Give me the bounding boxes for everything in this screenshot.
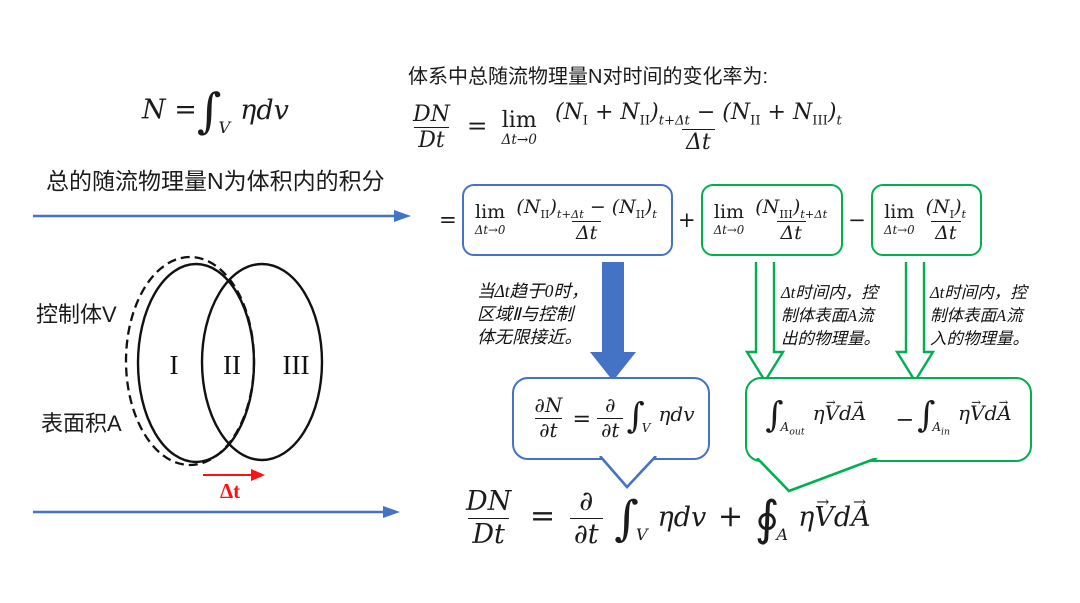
fraction: (NI + NII)t+Δt − (NII + NIII)t Δt [551, 100, 846, 156]
limit-operator: lim Δt→0 [884, 201, 915, 238]
integral-icon: ∫ [196, 84, 222, 139]
equals-sign: = [572, 405, 592, 432]
green-down-arrow-outflow [744, 262, 786, 384]
note-line: 制体表面A流 [930, 306, 1023, 325]
fraction: DN Dt [466, 486, 512, 550]
blue-arrow-top [33, 210, 411, 222]
math-term: N = [142, 94, 197, 126]
derivation-title: 体系中总随流物理量N对时间的变化率为: [408, 66, 768, 88]
formula-reynolds-transport: DN Dt = ∂ ∂t ∫Vηdv + ∮Aη→Vd→A [459, 486, 871, 551]
note-inflow: Δt时间内，控 制体表面A流 入的物理量。 [930, 281, 1029, 350]
vector-A: →A [851, 492, 871, 533]
limit-operator: lim Δt→0 [713, 201, 745, 238]
blue-arrow-bottom [33, 506, 400, 518]
note-line: 入的物理量。 [930, 329, 1029, 348]
equation-material-derivative: DN Dt = lim Δt→0 (NI + NII)t+Δt − (NII +… [406, 100, 849, 156]
blue-down-arrow [590, 262, 636, 381]
integral-icon: ∫ [614, 491, 639, 547]
vector-A: →A [997, 394, 1012, 426]
note-line: Δt时间内，控 [781, 283, 878, 302]
fraction: (NI)t Δt [922, 196, 971, 245]
caption-volume-integral: 总的随流物理量N为体积内的积分 [46, 168, 385, 194]
limit-operator: lim Δt→0 [474, 201, 506, 238]
fraction: DN Dt [409, 102, 454, 155]
system-ellipse-right [200, 262, 324, 462]
bubble-green-tail [756, 458, 878, 493]
closed-integral-icon: ∮ [754, 491, 780, 547]
note-line: 当Δt趋于0时， [477, 281, 589, 301]
fraction: ∂N ∂t [534, 393, 563, 442]
box-control-volume-term: lim Δt→0 (NII)t+Δt − (NII)t Δt [461, 184, 673, 256]
note-line: 区域Ⅱ与控制 [477, 304, 574, 324]
vector-V: →V [970, 394, 985, 426]
plus-sign: + [717, 498, 744, 534]
integral-icon: ∫ [765, 395, 784, 436]
venn-diagram: I II III Δt [124, 255, 324, 503]
fraction: (NII)t+Δt − (NII)t Δt [512, 196, 660, 245]
box-inflow-term: lim Δt→0 (NI)t Δt [871, 184, 983, 256]
equals-sign: = [529, 498, 556, 534]
note-line: 出的物理量。 [781, 329, 880, 348]
integral-icon: ∫ [917, 395, 936, 436]
equals-sign: = [466, 110, 488, 140]
dt-shift-label: Δt [220, 479, 240, 503]
math-term: Dt [414, 127, 449, 154]
region-label-1: I [170, 350, 179, 380]
integral-term-inflow: ∫Ainη→Vd→A [917, 394, 1012, 438]
vector-arrow-icon: → [998, 394, 1009, 409]
surface-integral-term: ∮Aη→Vd→A [754, 491, 871, 547]
integral-term: ∫Vηdv [614, 491, 707, 547]
bubble-blue-tail [599, 456, 657, 489]
green-down-arrow-inflow [894, 262, 936, 384]
note-outflow: Δt时间内，控 制体表面A流 出的物理量。 [781, 281, 880, 350]
integral-subscript: V [218, 118, 231, 138]
vector-V: →V [814, 492, 834, 533]
bubble-volume-term: ∂N ∂t = ∂ ∂t ∫Vηdv [512, 377, 710, 460]
note-control-volume-limit: 当Δt趋于0时， 区域Ⅱ与控制 体无限接近。 [477, 280, 588, 349]
math-term: Δt [681, 128, 715, 156]
vector-V: →V [824, 394, 840, 426]
minus-sign: − [895, 406, 915, 433]
numerator: (NII)t+Δt − (NII)t [516, 195, 657, 221]
vector-arrow-icon: → [816, 492, 830, 512]
fraction: ∂ ∂t [597, 394, 624, 442]
limit-subscript: Δt→0 [501, 131, 537, 148]
fraction: (NIII)t+Δt Δt [751, 196, 831, 245]
arrowhead-icon [251, 469, 265, 481]
note-line: Δt时间内，控 [930, 283, 1027, 302]
system-ellipse-left [136, 262, 256, 464]
vector-arrow-icon: → [971, 394, 982, 409]
integral-icon: ∫ [626, 396, 645, 437]
box-outflow-term: lim Δt→0 (NIII)t+Δt Δt [700, 184, 844, 256]
note-line: 制体表面A流 [781, 306, 874, 325]
vector-arrow-icon: → [825, 394, 836, 409]
equation-decomposition-row: = lim Δt→0 (NII)t+Δt − (NII)t Δt + lim Δ… [436, 184, 983, 256]
equals-sign: = [439, 207, 457, 233]
vector-arrow-icon: → [853, 394, 863, 409]
vector-arrow-icon: → [852, 492, 867, 512]
note-line: 体无限接近。 [477, 327, 582, 347]
label-surface-area: 表面积A [41, 411, 122, 436]
numerator: (NI)t [925, 195, 967, 221]
numerator: (NIII)t+Δt [755, 195, 828, 221]
arrowhead-icon [394, 210, 411, 222]
math-term: lim [501, 107, 537, 133]
arrowhead-icon [383, 506, 400, 518]
fraction: ∂ ∂t [569, 486, 603, 551]
integral-term: ∫Vηdv [626, 396, 695, 437]
integral-term-outflow: ∫Aoutη→Vd→A [765, 394, 867, 438]
bubble-surface-flux-term: ∫Aoutη→Vd→A − ∫Ainη→Vd→A [745, 377, 1032, 462]
plus-sign: + [677, 207, 696, 233]
label-control-volume: 控制体V [36, 302, 117, 327]
vector-A: →A [851, 394, 867, 426]
region-label-2: II [223, 350, 241, 380]
eq1-numerator: (NI + NII)t+Δt − (NII + NIII)t [554, 100, 842, 129]
limit-operator: lim Δt→0 [501, 107, 537, 148]
minus-sign: − [848, 207, 866, 233]
math-term: ηdv [240, 94, 289, 126]
green-down-arrows [744, 262, 936, 384]
formula-total-quantity: N =∫Vηdv [142, 88, 289, 138]
region-label-3: III [283, 350, 310, 380]
math-term: DN [413, 101, 450, 127]
